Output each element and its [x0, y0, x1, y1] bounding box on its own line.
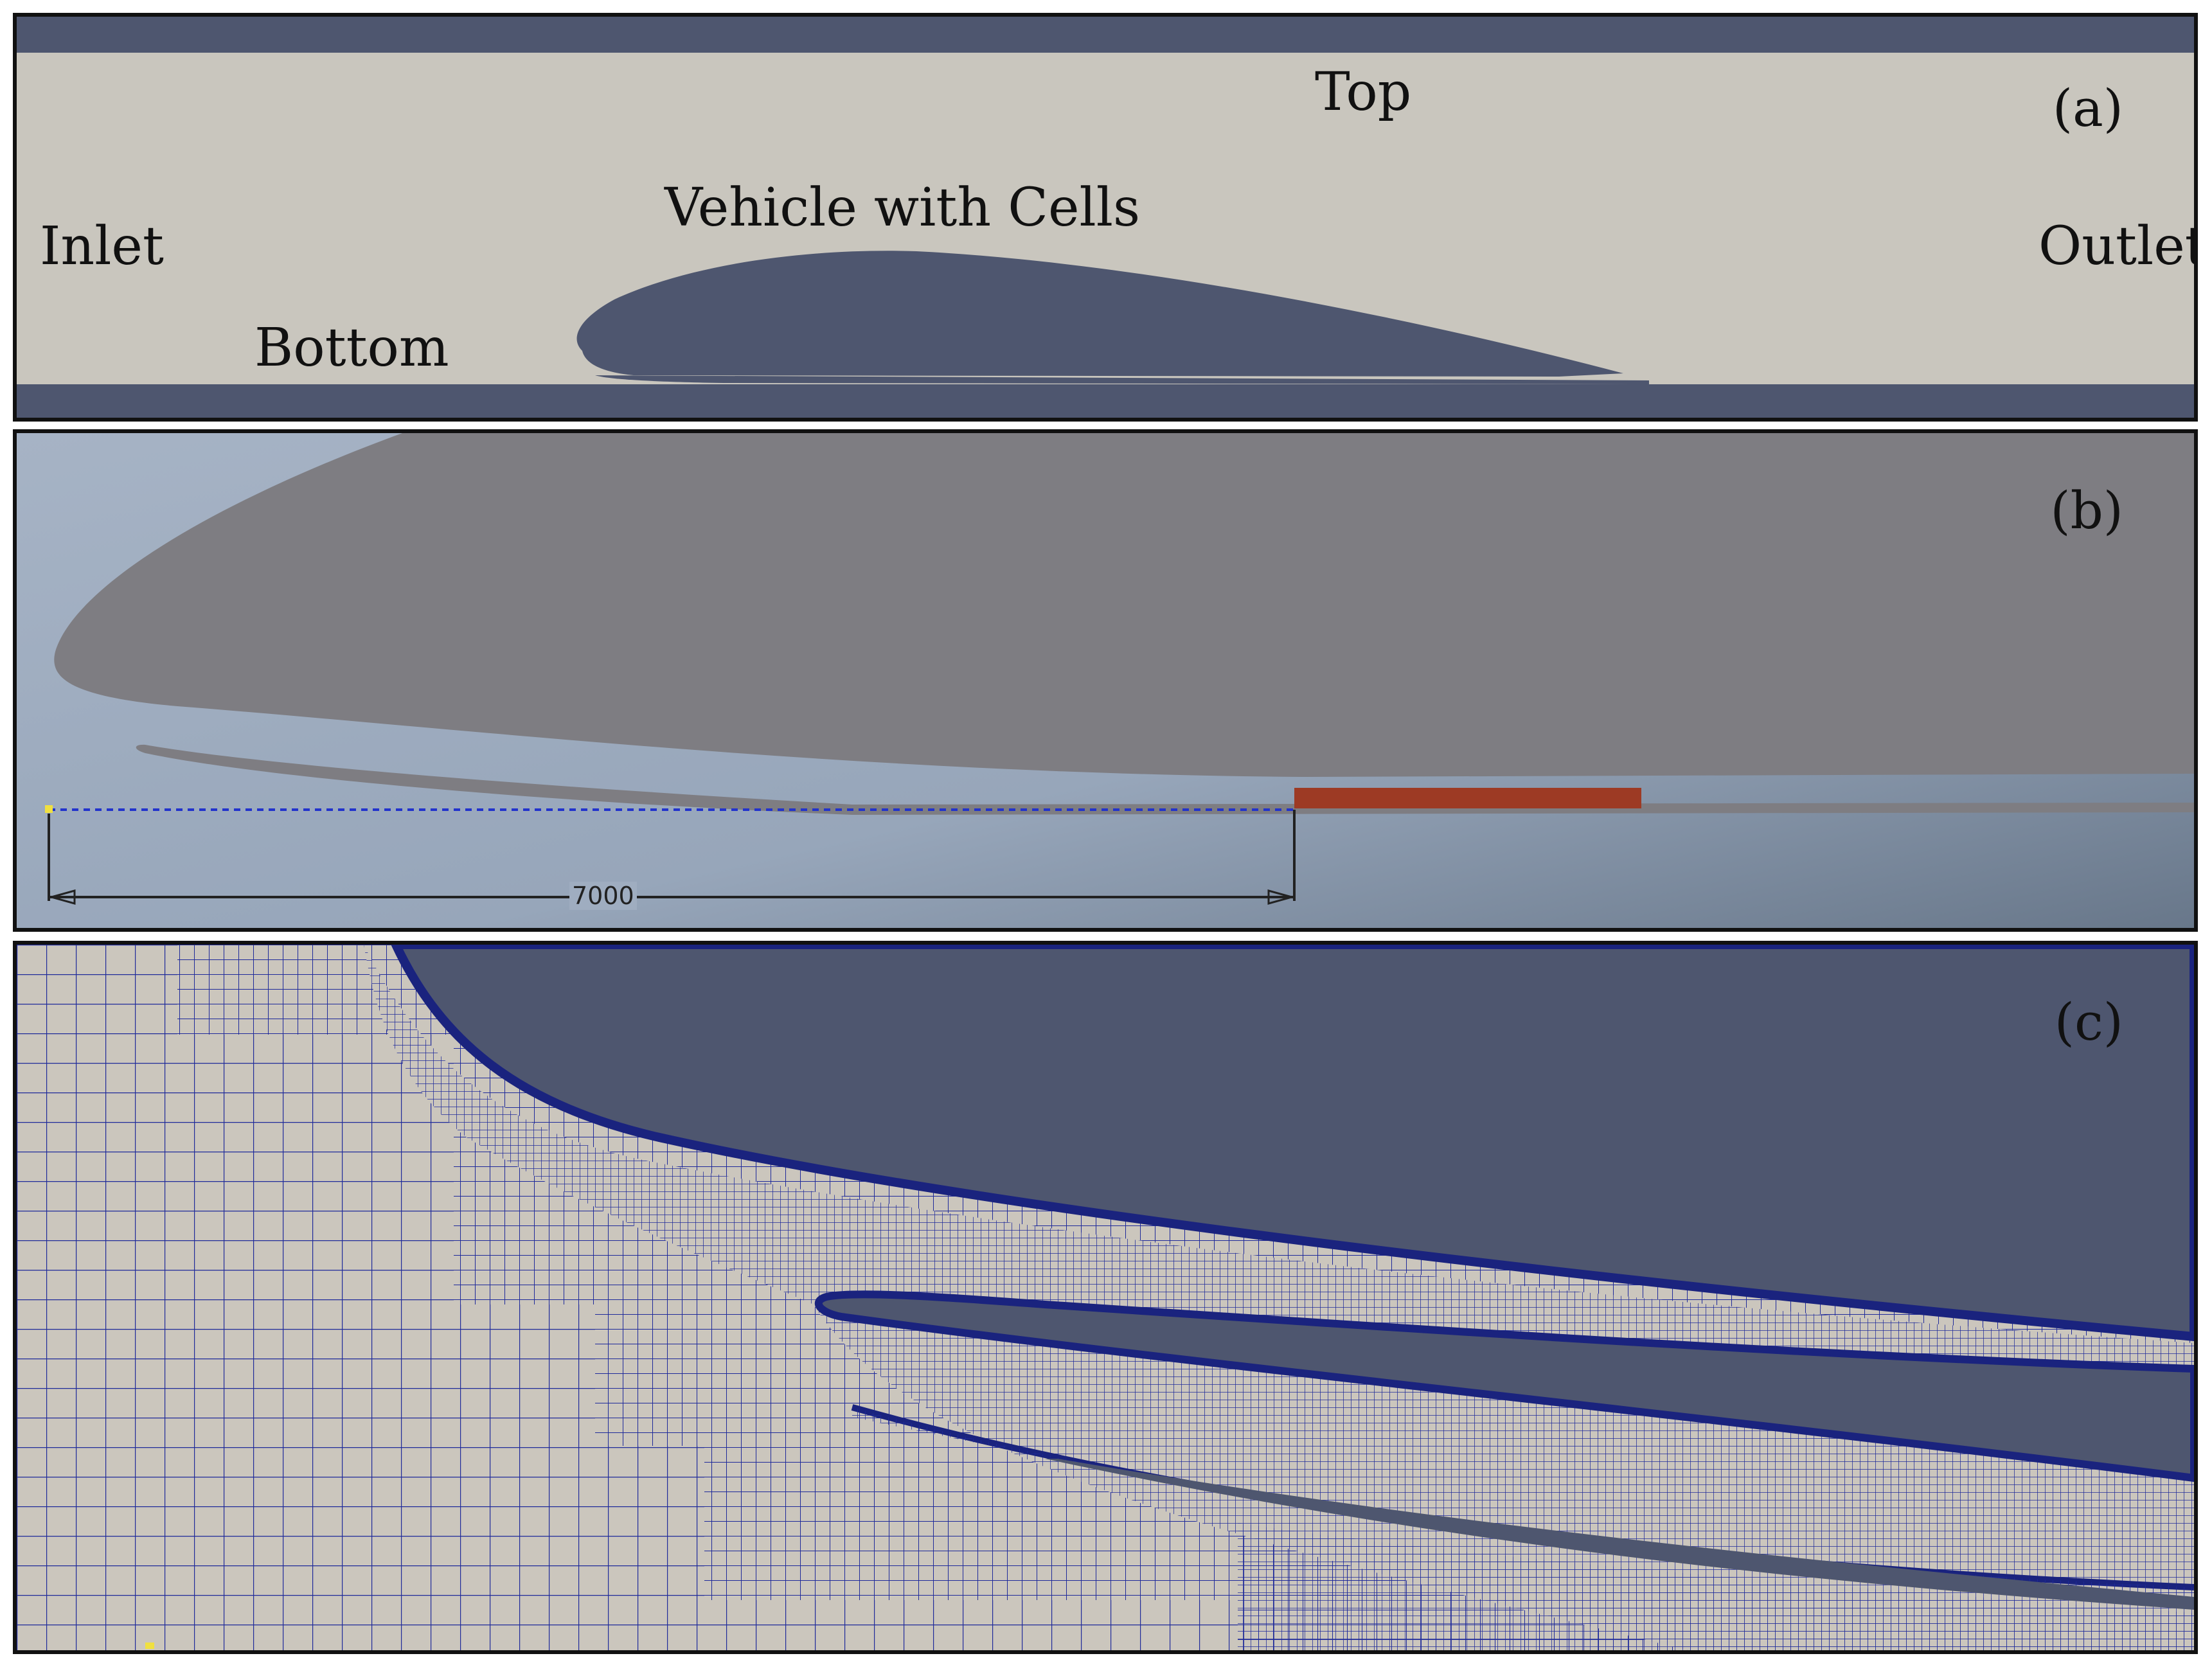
vehicle-underbody-grey: [136, 744, 2194, 815]
dimension-label: 7000: [569, 882, 637, 910]
panel-a-domain-overview: Top Inlet Outlet Bottom Vehicle with Cel…: [13, 13, 2198, 422]
reference-point-marker: [45, 805, 53, 813]
panel-a-drawing: [17, 17, 2194, 418]
panel-tag-b: (b): [2050, 481, 2123, 540]
label-outlet: Outlet: [2038, 216, 2198, 277]
dimension-arrow-left: [48, 889, 76, 905]
bottom-wall: [17, 384, 2194, 418]
top-wall: [17, 17, 2194, 53]
panel-tag-a: (a): [2052, 78, 2123, 138]
panel-c-drawing: [17, 945, 2194, 1650]
label-top: Top: [1315, 62, 1412, 123]
vehicle-body: [576, 251, 1623, 377]
vehicle-upper-body: [391, 945, 2194, 1342]
vehicle-floor: [1045, 1459, 2194, 1610]
highlighted-section: [1294, 788, 1641, 808]
label-bottom: Bottom: [254, 317, 449, 378]
dimension-arrow-right: [1267, 889, 1296, 905]
panel-c-mesh-detail: (c): [13, 941, 2198, 1654]
panel-b-drawing: [17, 433, 2194, 928]
vehicle-underbody: [595, 375, 1649, 384]
label-vehicle-with-cells: Vehicle with Cells: [664, 177, 1141, 238]
label-inlet: Inlet: [40, 216, 164, 277]
vehicle-lower-body: [814, 1290, 2194, 1482]
panel-b-vehicle-detail: 7000 (b): [13, 429, 2198, 932]
origin-marker: [145, 1643, 154, 1649]
vehicle-body-grey: [54, 433, 2194, 777]
panel-tag-c: (c): [2054, 992, 2123, 1052]
